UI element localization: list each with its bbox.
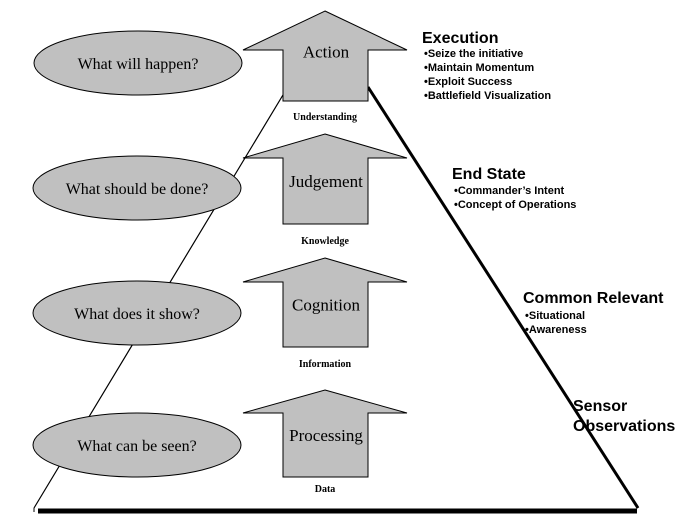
up-arrow — [242, 133, 408, 225]
question-ellipse — [33, 30, 243, 96]
bullet-item: •Situational — [525, 310, 585, 322]
bullet-item: •Maintain Momentum — [424, 62, 534, 74]
bullet-item: •Concept of Operations — [454, 199, 576, 211]
question-label: What will happen? — [78, 56, 199, 73]
up-arrow — [242, 257, 408, 348]
question-label: What does it show? — [74, 306, 200, 323]
bullet-item: •Seize the initiative — [424, 48, 523, 60]
question-ellipse — [32, 155, 242, 221]
arrow-label: Judgement — [289, 172, 363, 191]
arrow-label: Action — [303, 43, 350, 62]
bullet-item: •Awareness — [525, 324, 587, 336]
up-arrow — [242, 10, 408, 102]
stage-heading: Sensor — [573, 398, 627, 415]
stage-heading: Common Relevant — [523, 290, 664, 307]
level-label: Knowledge — [301, 236, 349, 247]
question-label: What can be seen? — [77, 438, 196, 455]
bullet-item: •Exploit Success — [424, 76, 512, 88]
stage-heading: Observations — [573, 418, 675, 435]
level-label: Understanding — [293, 112, 357, 123]
stage-heading: End State — [452, 166, 526, 183]
level-label: Data — [315, 484, 336, 495]
level-label: Information — [299, 359, 352, 370]
bullet-item: •Battlefield Visualization — [424, 90, 551, 102]
up-arrow — [242, 389, 408, 478]
question-ellipse — [32, 280, 242, 346]
bullet-item: •Commander’s Intent — [454, 185, 565, 197]
stage-heading: Execution — [422, 30, 498, 47]
arrow-label: Processing — [289, 426, 363, 445]
question-label: What should be done? — [66, 181, 209, 198]
question-ellipse — [32, 412, 242, 478]
arrow-label: Cognition — [292, 296, 361, 315]
pyramid-right-edge — [366, 86, 640, 509]
